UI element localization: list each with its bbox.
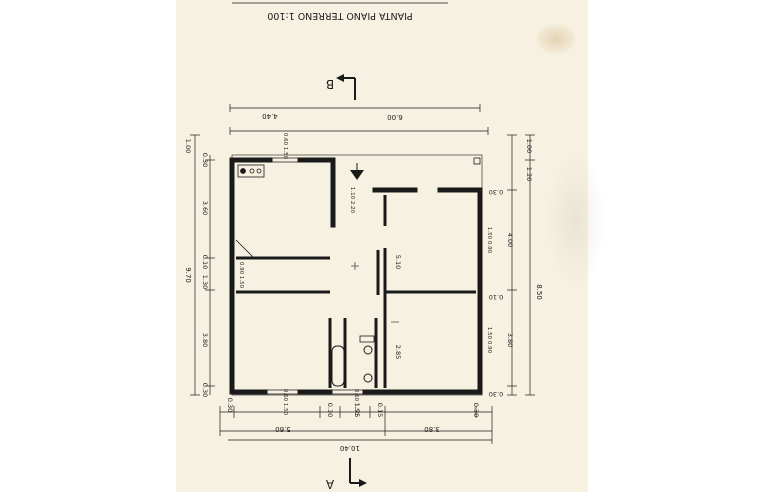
dim-right-top-a: 1.00 — [525, 139, 533, 153]
dim-left-1: 0.30 — [201, 153, 209, 167]
dim-bottom-seg-c: 1.75 — [353, 403, 361, 417]
bottom-dimension-lines — [219, 406, 493, 444]
opening-label-top: 0.60 1.50 — [282, 133, 288, 160]
left-dimension-lines — [190, 134, 215, 396]
stair-arrow-symbol — [350, 163, 364, 180]
dim-right-2: 4.00 — [506, 233, 514, 247]
dim-top-partial: 4.40 — [262, 112, 278, 120]
right-dimension-lines — [507, 134, 535, 396]
bidet — [363, 373, 373, 383]
sink — [359, 335, 375, 343]
dim-left-2: 3.60 — [201, 201, 209, 215]
dim-inner-vertical-a: 5.10 — [394, 255, 402, 269]
dim-bottom-total: 10.40 — [340, 444, 360, 452]
dim-bottom-seg-b: 0.30 — [326, 403, 334, 417]
section-marker-a — [349, 458, 367, 487]
opening-label-mid: 1.10 2.20 — [349, 187, 355, 214]
dim-right-1: 0.30 — [489, 188, 503, 196]
top-dimension-lines — [229, 104, 489, 135]
dim-top-total: 6.00 — [387, 113, 403, 121]
dim-right-total: 8.50 — [535, 284, 543, 300]
dim-right-3: 0.10 — [489, 293, 503, 301]
section-marker-b — [336, 74, 356, 100]
dim-left-4: 1.30 — [201, 275, 209, 289]
plan-title: PIANTA PIANO TERRENO 1:100 — [267, 10, 412, 21]
door-swing — [235, 239, 255, 259]
opening-label-bottom-mid: 0.60 1.50 — [353, 389, 359, 416]
section-label-a: A — [325, 477, 334, 491]
opening-label-bottom-left: 0.60 1.50 — [282, 389, 288, 416]
dim-right-4: 3.80 — [506, 333, 514, 347]
opening-label-right-bottom: 1.50 0.90 — [486, 327, 492, 354]
dim-left-6: 0.30 — [201, 383, 209, 397]
dim-right-top-b: 1.20 — [525, 167, 533, 181]
windows — [265, 157, 483, 395]
dim-right-5: 0.30 — [489, 390, 503, 398]
dim-bottom-seg-d: 0.15 — [376, 403, 384, 417]
paper-sheet — [176, 0, 606, 492]
dim-bottom-seg-e: 0.30 — [472, 403, 480, 417]
dim-left-total: 9.70 — [184, 267, 192, 283]
dim-left-5: 3.80 — [201, 333, 209, 347]
outer-walls — [229, 157, 483, 395]
opening-label-left: 0.90 1.50 — [238, 262, 244, 289]
coffee-stain — [536, 24, 576, 54]
dim-bottom-seg-a: 0.30 — [226, 398, 234, 412]
section-label-b: B — [326, 77, 334, 91]
paper-shadow — [546, 150, 606, 290]
bathtub — [331, 345, 345, 387]
dim-bottom-left: 5.60 — [275, 425, 291, 433]
toilet — [363, 345, 373, 355]
opening-label-right-top: 1.50 0.90 — [486, 227, 492, 254]
axis-ticks — [351, 262, 399, 323]
outer-frame — [231, 154, 483, 396]
inner-walls — [236, 195, 476, 388]
dim-left-top: 1.00 — [184, 139, 192, 153]
dim-left-3: 0.10 — [201, 255, 209, 269]
corner-mark — [473, 157, 481, 165]
kitchen-unit — [237, 164, 265, 178]
dim-inner-vertical-b: 2.85 — [394, 345, 402, 359]
dim-bottom-right: 3.80 — [424, 425, 440, 433]
